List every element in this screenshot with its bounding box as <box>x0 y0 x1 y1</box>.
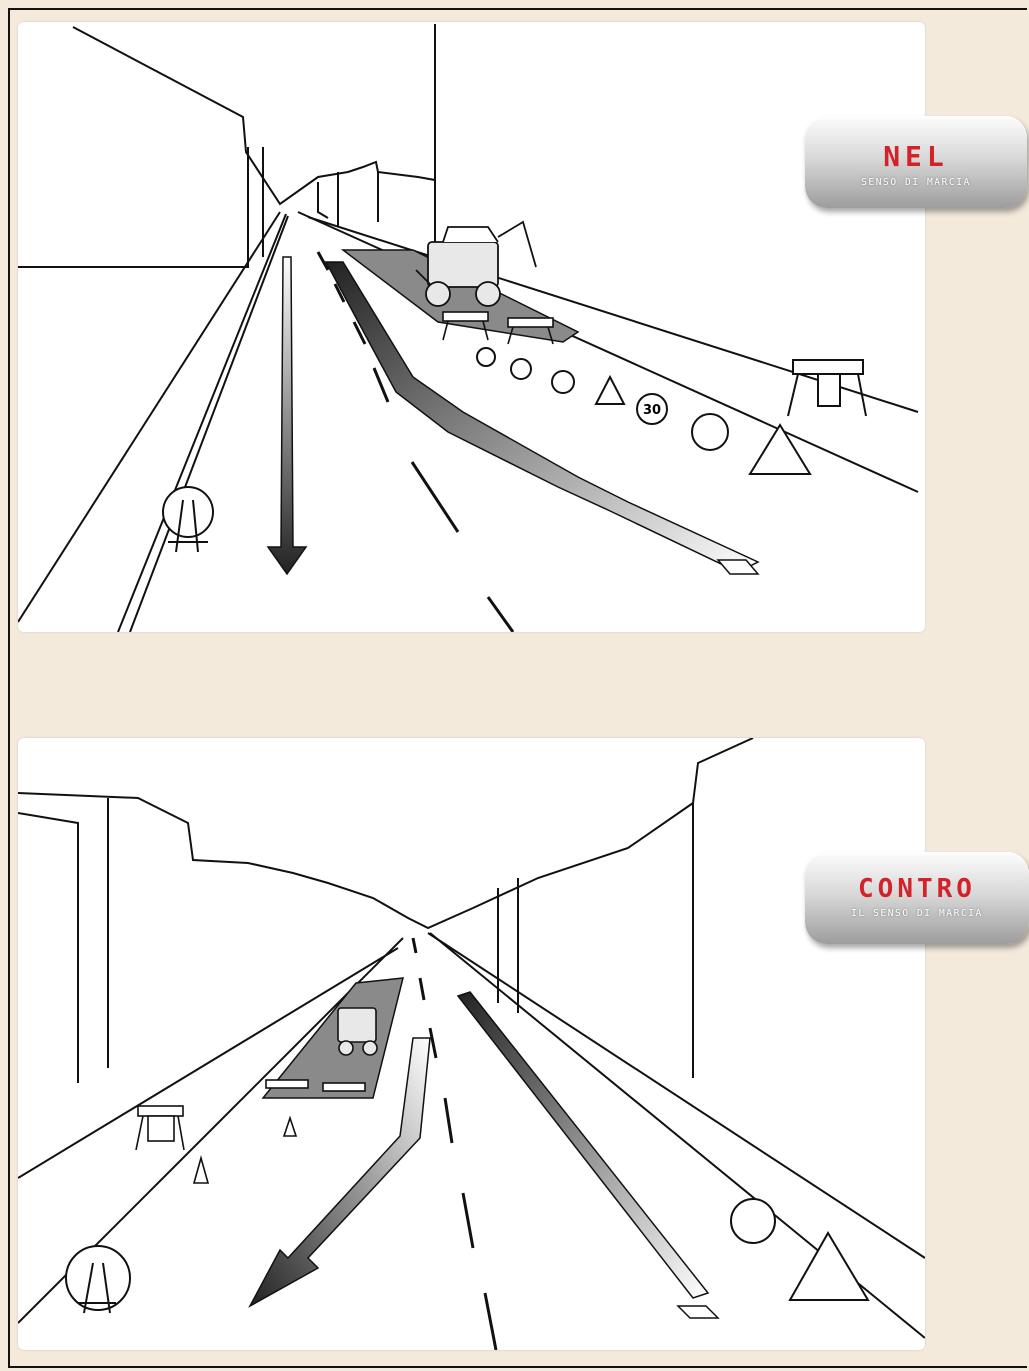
traffic-cone-icon <box>194 1118 296 1183</box>
illustration-same-direction: 30 <box>18 22 925 632</box>
keep-right-sign-icon <box>552 371 574 393</box>
diversion-band <box>326 262 758 572</box>
no-overtaking-sign-icon <box>731 1199 775 1243</box>
keep-right-sign-icon <box>511 359 531 379</box>
building-left <box>73 24 435 204</box>
road-works-sign-icon <box>750 425 810 474</box>
arrow-up-icon <box>678 1306 718 1318</box>
speed-limit-value: 30 <box>643 403 661 418</box>
badge-same-direction: NEL SENSO DI MARCIA <box>805 116 1027 208</box>
road-scene-same-direction: 30 <box>18 22 925 632</box>
badge-subtitle: IL SENSO DI MARCIA <box>805 908 1029 919</box>
no-overtaking-sign-icon <box>692 414 728 450</box>
keep-right-sign-icon <box>163 487 213 537</box>
badge-subtitle: SENSO DI MARCIA <box>805 177 1027 188</box>
illustration-opposite-direction <box>18 738 925 1350</box>
road-works-sign-icon <box>790 1233 868 1300</box>
road-scene-opposite-direction <box>18 738 925 1350</box>
diversion-band <box>458 992 708 1298</box>
keep-right-sign-icon <box>477 348 495 366</box>
badge-title: NEL <box>805 140 1027 173</box>
building-left <box>18 738 753 928</box>
keep-right-sign-icon <box>66 1246 130 1310</box>
arrow-straight-icon <box>268 257 306 574</box>
badge-title: CONTRO <box>805 874 1029 904</box>
barrier-icon <box>793 360 863 374</box>
narrowing-sign-icon <box>596 377 624 404</box>
badge-opposite-direction: CONTRO IL SENSO DI MARCIA <box>805 852 1029 944</box>
